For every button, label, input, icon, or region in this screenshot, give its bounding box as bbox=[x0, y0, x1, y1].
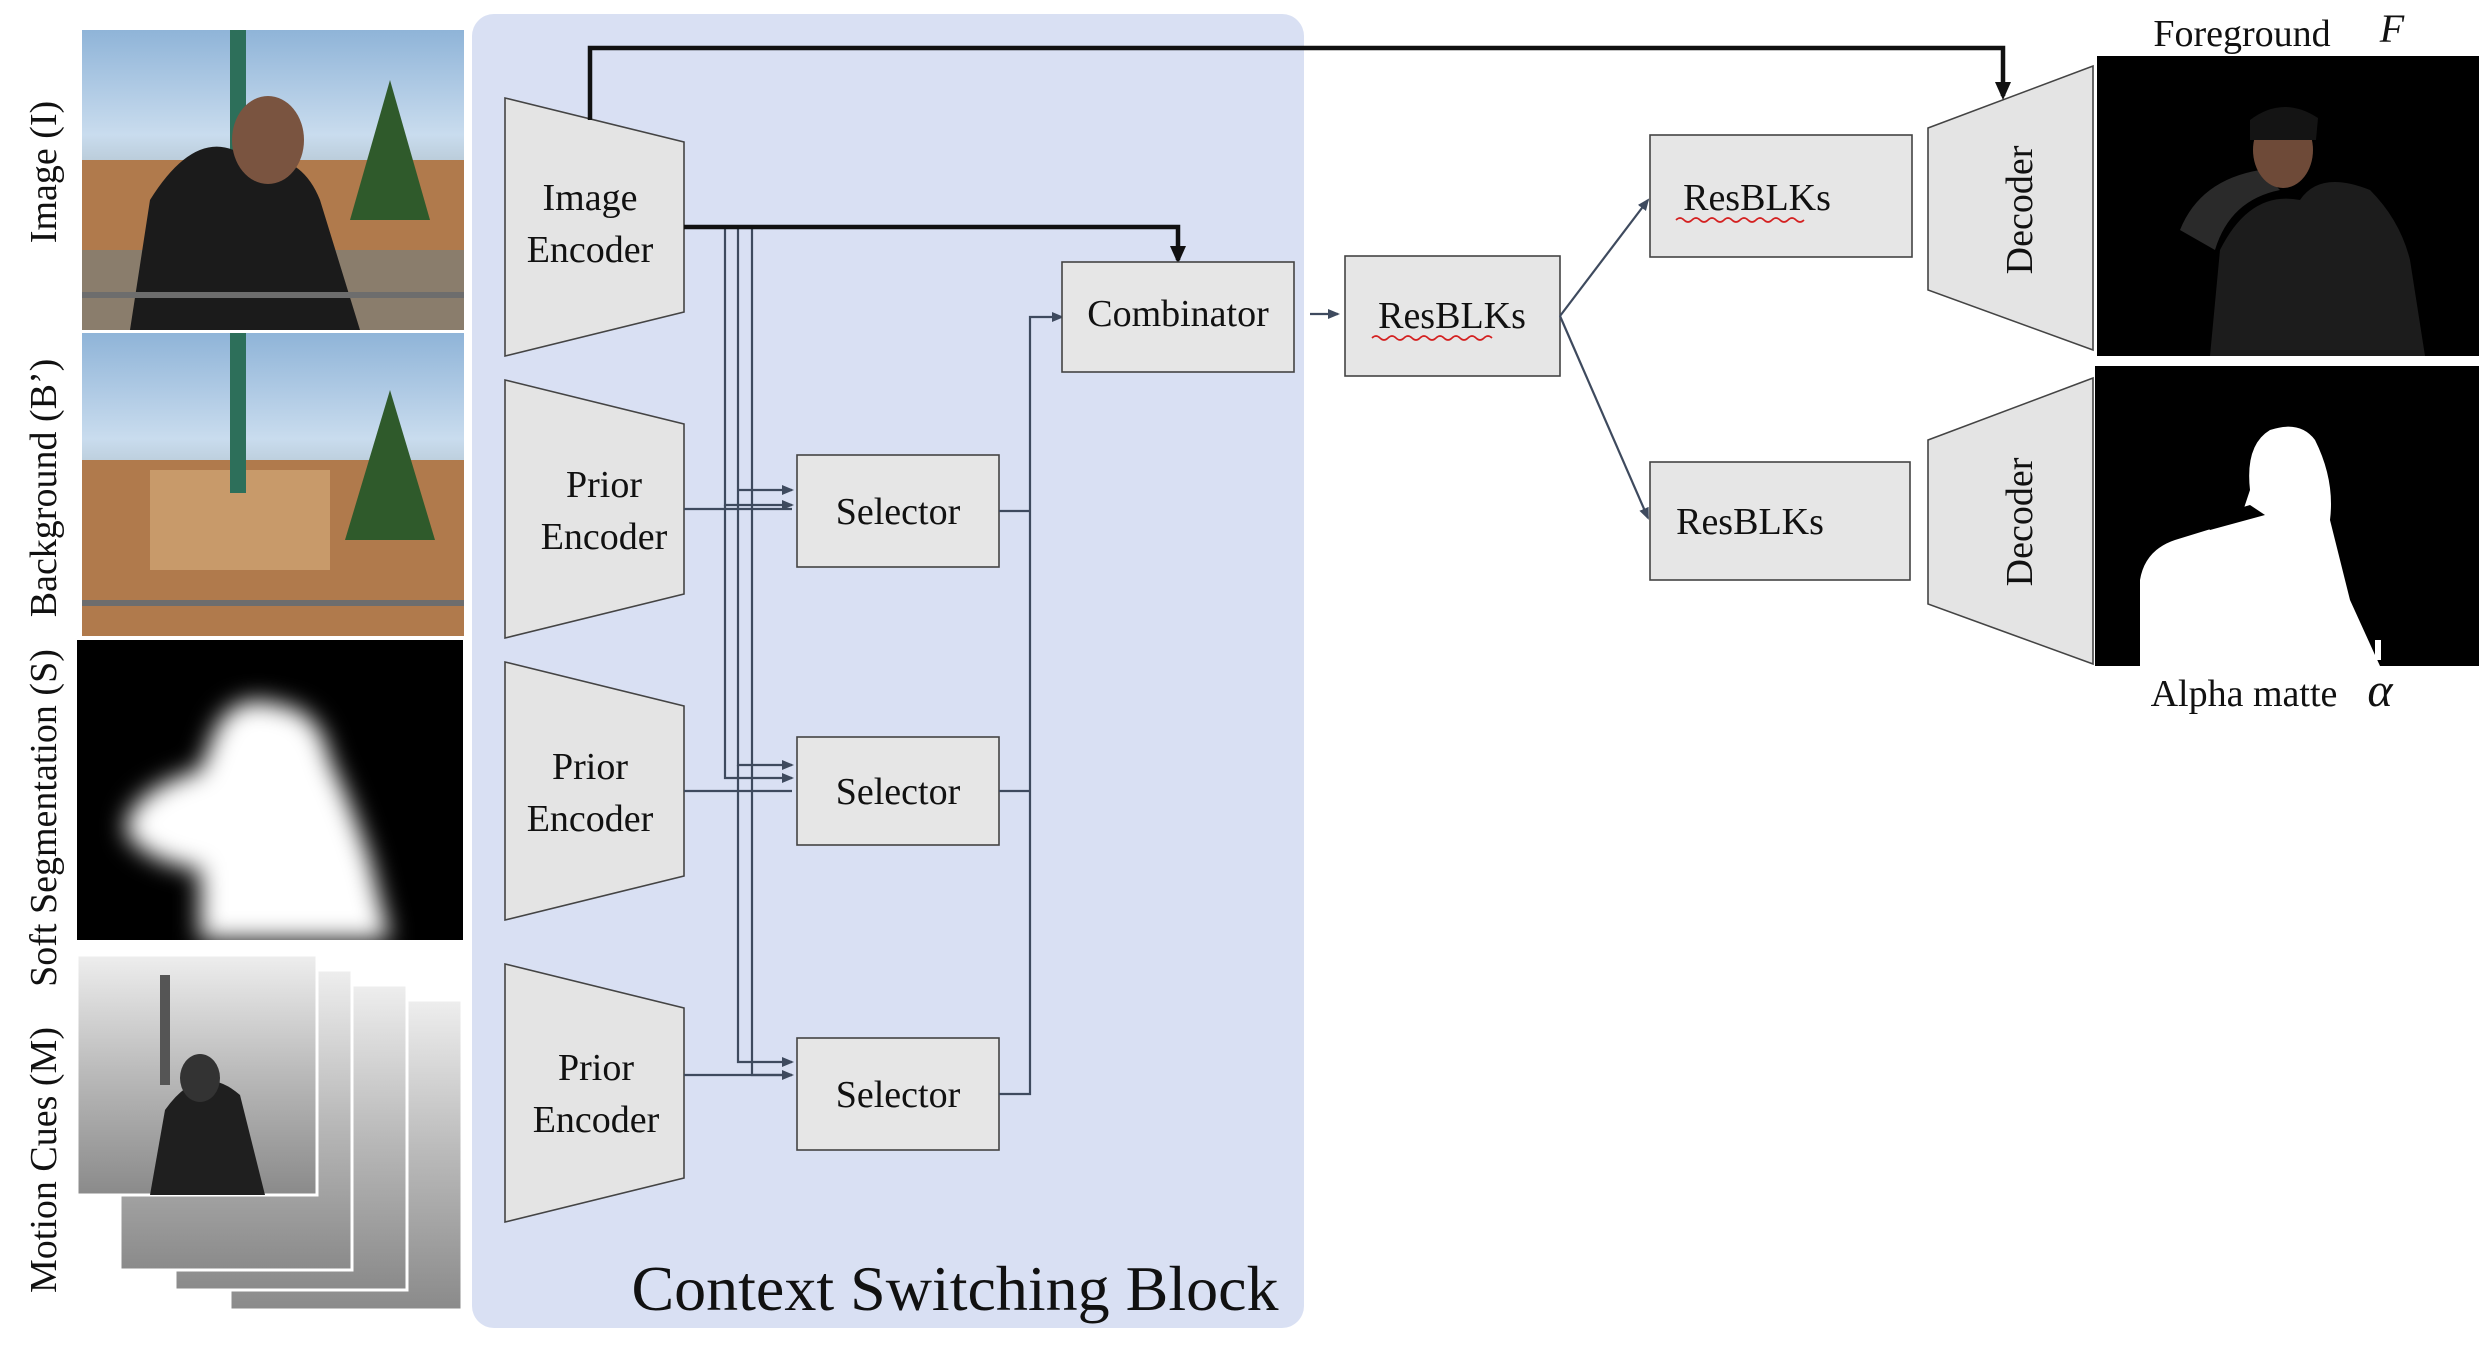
decoder-foreground: Decoder bbox=[1927, 64, 2094, 352]
selector-3-label: Selector bbox=[836, 1074, 961, 1116]
resblks-main-label: ResBLKs bbox=[1378, 295, 1526, 337]
alpha-matte-output-image bbox=[2095, 366, 2479, 666]
prior-encoder-3-line1: Prior bbox=[558, 1047, 634, 1089]
image-input-label: Image (I) bbox=[23, 101, 65, 243]
selector-1-label: Selector bbox=[836, 491, 961, 533]
foreground-output-image bbox=[2097, 56, 2479, 356]
context-block-title: Context Switching Block bbox=[631, 1253, 1278, 1324]
alpha-output-label: Alpha matte bbox=[2151, 673, 2338, 715]
prior-encoder-3: Prior Encoder bbox=[504, 962, 685, 1224]
selector-2: Selector bbox=[796, 736, 1000, 846]
prior-encoder-1: Prior Encoder bbox=[504, 378, 685, 640]
resblks-foreground-label: ResBLKs bbox=[1683, 177, 1831, 219]
selector-1: Selector bbox=[796, 454, 1000, 568]
image-input-thumbnail bbox=[82, 30, 464, 330]
alpha-symbol: α bbox=[2367, 664, 2393, 717]
resblks-alpha-label: ResBLKs bbox=[1676, 501, 1824, 543]
combinator-label: Combinator bbox=[1087, 293, 1269, 335]
motion-input-label: Motion Cues (M) bbox=[23, 1027, 65, 1293]
image-encoder-label-line1: Image bbox=[543, 177, 638, 219]
prior-encoder-2-line1: Prior bbox=[552, 746, 628, 788]
prior-encoder-3-line2: Encoder bbox=[533, 1099, 660, 1141]
background-input-thumbnail bbox=[82, 333, 464, 636]
decoder-alpha: Decoder bbox=[1927, 376, 2094, 666]
resblks-main: ResBLKs bbox=[1344, 255, 1561, 377]
selector-3: Selector bbox=[796, 1037, 1000, 1151]
motion-cues-thumbnail bbox=[75, 953, 464, 1312]
segmentation-input-label: Soft Segmentation (S) bbox=[23, 649, 65, 987]
foreground-output-label: Foreground bbox=[2153, 13, 2330, 55]
prior-encoder-1-line2: Encoder bbox=[541, 516, 668, 558]
decoder-alpha-label: Decoder bbox=[1999, 457, 2041, 586]
prior-encoder-2-line2: Encoder bbox=[527, 798, 654, 840]
foreground-symbol: F bbox=[2379, 6, 2405, 51]
combinator: Combinator bbox=[1061, 261, 1295, 373]
prior-encoder-1-line1: Prior bbox=[566, 464, 642, 506]
image-encoder-label-line2: Encoder bbox=[527, 229, 654, 271]
image-encoder: Image Encoder bbox=[504, 96, 685, 358]
selector-2-label: Selector bbox=[836, 771, 961, 813]
resblks-foreground: ResBLKs bbox=[1649, 134, 1913, 258]
decoder-foreground-label: Decoder bbox=[1999, 145, 2041, 274]
resblks-alpha: ResBLKs bbox=[1649, 461, 1911, 581]
background-input-label: Background (B’) bbox=[23, 359, 65, 618]
segmentation-input-thumbnail bbox=[77, 640, 463, 940]
prior-encoder-2: Prior Encoder bbox=[504, 660, 685, 922]
